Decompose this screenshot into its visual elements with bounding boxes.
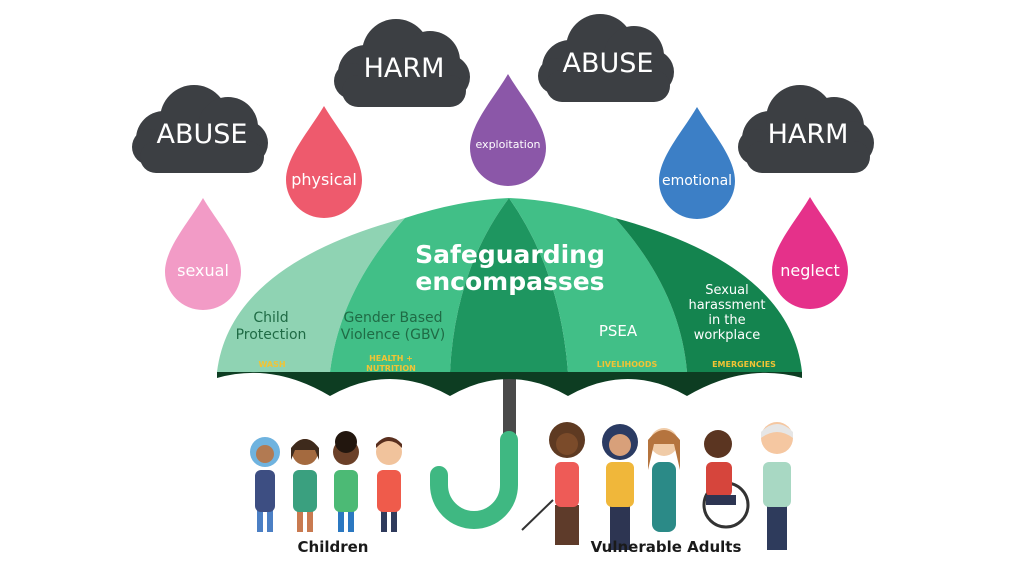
group-label-children: Children (298, 538, 369, 556)
drop-exploitation: exploitation (470, 74, 546, 186)
drop-label: neglect (780, 261, 840, 280)
umbrella: Safeguarding encompasses Child Protectio… (217, 198, 802, 529)
cloud-shape (738, 85, 874, 173)
panel-label-line: PSEA (599, 322, 638, 340)
cloud-harm-right: HARM (738, 85, 874, 173)
child-figure (291, 439, 319, 532)
adult-figures (521, 422, 793, 550)
drop-shape (286, 106, 362, 218)
panel-label-line: Protection (236, 327, 307, 343)
cloud-harm-left: HARM (334, 19, 470, 107)
canopy-panel-gbv (330, 198, 509, 372)
cloud-label: HARM (364, 53, 445, 84)
rim-label-emergencies: EMERGENCIES (712, 360, 776, 369)
child-figure (333, 431, 359, 532)
drop-emotional: emotional (659, 107, 735, 219)
panel-label-line: workplace (694, 328, 760, 343)
drop-shape (772, 197, 848, 309)
panel-label-psea: PSEA (599, 322, 638, 340)
drop-shape (659, 107, 735, 219)
adult-figure (602, 424, 638, 550)
drop-shape (165, 198, 241, 310)
drop-shape (470, 74, 546, 186)
panel-label-child-protection: Child Protection (236, 310, 307, 343)
adult-figure (648, 428, 680, 532)
umbrella-shaft (503, 360, 516, 450)
drop-label: physical (291, 170, 357, 189)
rim-label-health-nutrition: NUTRITION (366, 364, 416, 373)
cloud-shape (538, 14, 674, 102)
adult-figure-wheelchair (702, 430, 750, 529)
cloud-label: HARM (768, 119, 849, 150)
rim-label-health-nutrition: HEALTH + (369, 354, 413, 363)
canopy-panel-psea (509, 198, 687, 372)
drop-neglect: neglect (772, 197, 848, 309)
panel-label-line: in the (708, 313, 745, 328)
canopy-panel-center (450, 198, 568, 372)
umbrella-title-line1: Safeguarding (415, 240, 605, 269)
umbrella-title-line2: encompasses (415, 267, 604, 296)
umbrella-rim (217, 372, 802, 396)
cloud-label: ABUSE (157, 119, 248, 150)
canopy-panel-sexual-harassment (615, 218, 802, 372)
children-figures (250, 431, 402, 532)
rim-label-wash: WASH (258, 360, 285, 369)
panel-label-line: Sexual (705, 283, 749, 298)
cloud-abuse-left: ABUSE (132, 85, 268, 173)
drop-label: emotional (662, 173, 732, 189)
panel-label-line: Child (253, 310, 288, 326)
canopy-panel-child-protection (217, 218, 405, 372)
group-label-adults: Vulnerable Adults (591, 538, 742, 556)
panel-label-line: Gender Based (343, 310, 442, 326)
drop-sexual: sexual (165, 198, 241, 310)
rim-label-livelihoods: LIVELIHOODS (597, 360, 658, 369)
panel-label-line: Violence (GBV) (341, 327, 445, 343)
panel-label-sexual-harassment: Sexual harassment in the workplace (688, 283, 765, 343)
umbrella-handle (430, 431, 518, 529)
drop-physical: physical (286, 106, 362, 218)
adult-figure (761, 422, 793, 550)
adult-figure (521, 422, 585, 545)
drop-label: exploitation (475, 138, 540, 151)
child-figure (250, 437, 280, 532)
cloud-shape (334, 19, 470, 107)
drop-label: sexual (177, 261, 229, 280)
cloud-label: ABUSE (563, 48, 654, 79)
cloud-shape (132, 85, 268, 173)
panel-label-gbv: Gender Based Violence (GBV) (341, 310, 445, 343)
panel-label-line: harassment (688, 298, 765, 313)
child-figure (376, 437, 402, 532)
cloud-abuse-right: ABUSE (538, 14, 674, 102)
